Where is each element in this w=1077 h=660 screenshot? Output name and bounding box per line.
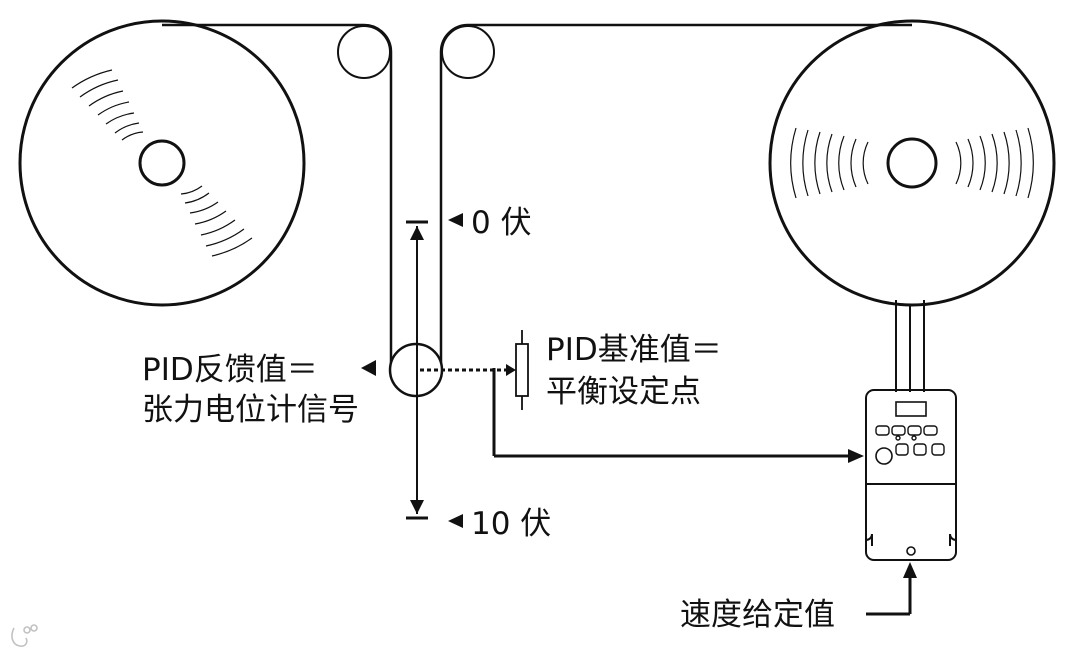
zero-volt-label: 0 伏	[471, 205, 532, 241]
reference-label-line1: PID基准值＝	[546, 332, 722, 368]
drive-input-arrow	[848, 449, 864, 463]
speed-reference-arrow	[903, 562, 917, 578]
feedback-signal-arrow	[506, 364, 516, 376]
drive-input-line	[492, 368, 855, 458]
zero-volt-pointer	[448, 213, 463, 227]
dancer-travel-range	[406, 220, 428, 520]
vfd-terminal	[906, 546, 916, 556]
watermark-logo-icon	[11, 624, 38, 647]
watermark	[11, 624, 38, 647]
speed-reference-label: 速度给定值	[680, 597, 835, 633]
ten-volt-label: 10 伏	[471, 506, 551, 542]
feedback-pointer	[361, 360, 376, 376]
left-roll-grooves	[71, 69, 253, 257]
web-path	[162, 23, 912, 370]
right-idler-roller	[441, 25, 495, 79]
setpoint-potentiometer	[515, 330, 529, 410]
left-roll	[18, 19, 306, 307]
left-idler-roller	[337, 25, 391, 79]
ten-volt-pointer	[448, 514, 463, 528]
speed-reference-line	[866, 575, 912, 616]
vfd-speed-knob	[875, 447, 893, 465]
feedback-label-line1: PID反馈值＝	[142, 352, 318, 388]
vfd-buttons	[875, 425, 945, 456]
vfd-display	[895, 401, 927, 417]
feedback-label-line2: 张力电位计信号	[142, 392, 359, 428]
vfd-drive	[865, 389, 957, 561]
reference-label-line2: 平衡设定点	[546, 374, 701, 410]
motor-cables	[895, 300, 925, 392]
right-roll	[768, 19, 1056, 307]
right-roll-grooves	[790, 127, 1034, 199]
